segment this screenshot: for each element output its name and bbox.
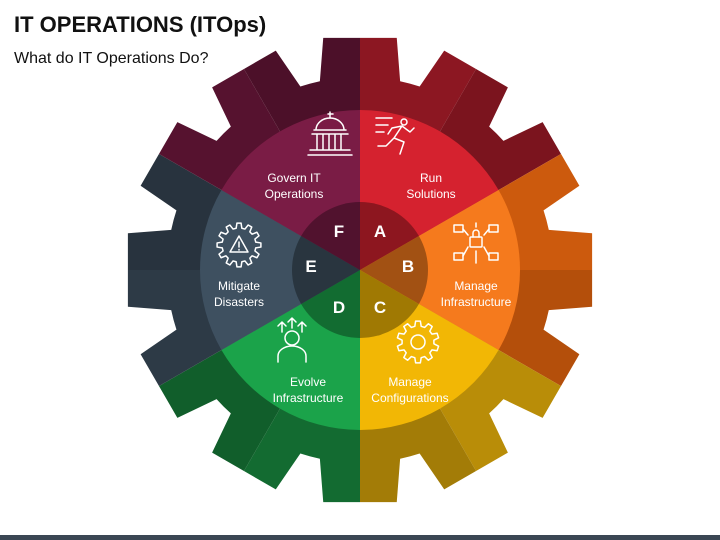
segment-label-line2: Configurations [371,391,448,405]
gear-center-hub [291,202,429,338]
hub-segment-d [301,270,360,338]
segment-label-line2: Infrastructure [273,391,344,405]
segment-label-line1: Manage [388,375,432,389]
gear-inner-segment-b [360,190,520,350]
network-lock-icon [453,222,499,264]
segment-letter: C [374,298,386,317]
hub-segment-a [360,202,419,270]
segment-c: C Manage Configurations [371,298,448,405]
segment-a: A Run Solutions [374,117,456,241]
hub-segment-e [291,236,360,304]
bottom-bar [0,535,720,540]
hub-segment-f [301,202,360,270]
segment-label-line2: Solutions [406,187,455,201]
segment-f: F Govern IT Operations [265,111,353,241]
hub-segment-c [360,270,419,338]
segment-letter: F [334,222,344,241]
segment-label-line1: Evolve [290,375,326,389]
segment-e: E Mitigate Disasters [214,222,317,309]
segment-label-line1: Manage [454,279,498,293]
gear-inner-segment-e [200,190,360,350]
gear-icon [396,320,440,364]
segment-label-line1: Run [420,171,442,185]
page-title: IT OPERATIONS (ITOps) [14,12,267,37]
page-subtitle: What do IT Operations Do? [14,50,209,67]
running-person-icon [375,117,415,155]
person-growth-icon [277,317,307,363]
segment-letter: A [374,222,386,241]
segment-b: B Manage Infrastructure [402,222,512,309]
segment-d: D Evolve Infrastructure [273,298,345,405]
segment-letter: B [402,257,414,276]
segment-letter: E [305,257,316,276]
segment-label-line1: Mitigate [218,279,260,293]
government-building-icon [307,111,353,156]
segment-letter: D [333,298,345,317]
warning-gear-icon [216,222,262,268]
segment-label-line2: Infrastructure [441,295,512,309]
segment-label-line2: Disasters [214,295,264,309]
hub-segment-b [360,236,429,304]
segment-label-line1: Govern IT [267,171,321,185]
segment-label-line2: Operations [265,187,324,201]
